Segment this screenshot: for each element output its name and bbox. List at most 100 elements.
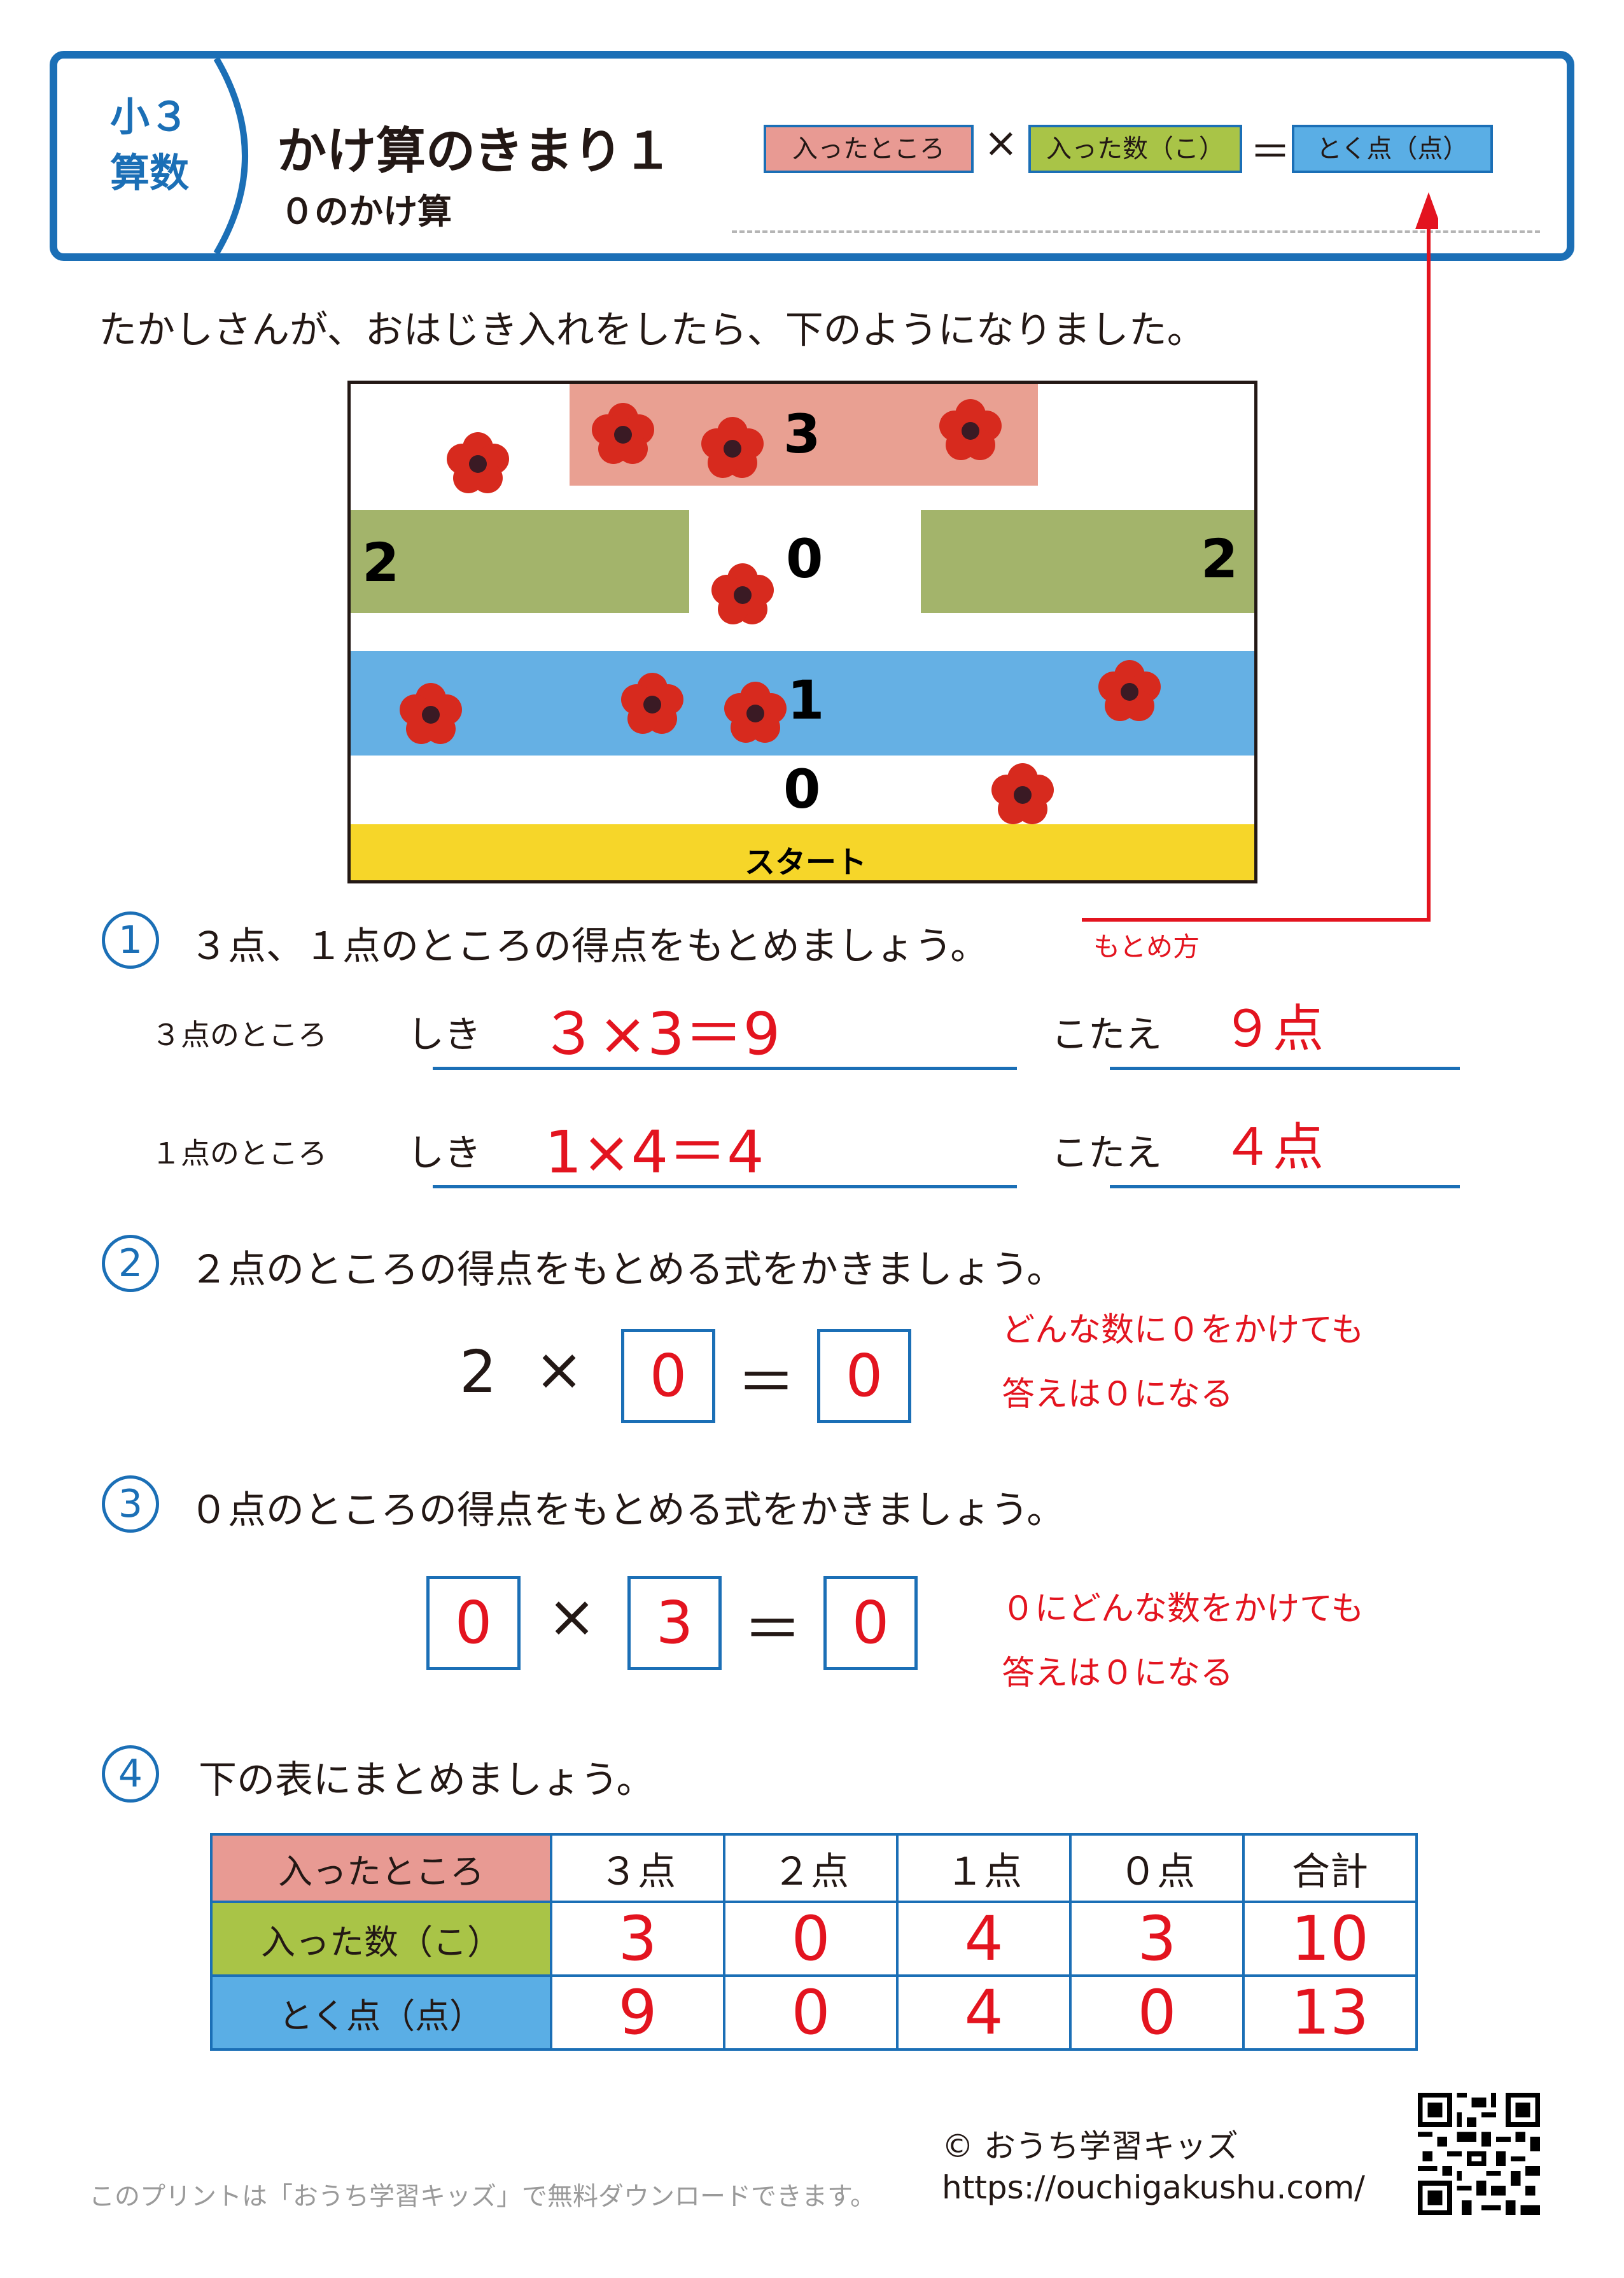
table-cell-answer[interactable]: 0: [723, 1901, 899, 1977]
formula-term-score: とく点（点）: [1292, 125, 1493, 173]
start-zone: [351, 824, 1254, 880]
zone-2-right-label: 2: [1201, 528, 1238, 590]
table-cell-answer[interactable]: 9: [550, 1974, 725, 2051]
table-row-count-label: 入った数（こ）: [210, 1901, 552, 1977]
q3-answer-box-2[interactable]: 3: [627, 1576, 722, 1670]
formula-equals-sign: ＝: [1250, 129, 1291, 176]
q1-row1-shiki-line: [433, 1067, 1017, 1070]
zone-3-label: 3: [783, 403, 821, 465]
flower-marble-icon: [991, 763, 1054, 824]
formula-term-place: 入ったところ: [764, 125, 974, 173]
flower-marble-icon: [1098, 660, 1161, 721]
header-divider-arc: [213, 59, 248, 253]
flower-marble-icon: [711, 563, 774, 624]
q2-lhs: 2: [459, 1338, 497, 1406]
q1-row2-shiki-answer: 1×4＝4: [545, 1118, 764, 1186]
question-4-number: 4: [102, 1745, 159, 1803]
q1-row1-kotae-answer: ９点: [1222, 999, 1324, 1058]
table-row: とく点（点） 9 0 4 0 13: [210, 1974, 1418, 2051]
table-header-place: 入ったところ: [210, 1833, 552, 1903]
zone-0-middle-label: 0: [786, 528, 823, 590]
table-cell-answer[interactable]: 3: [1069, 1901, 1245, 1977]
subject-label: 算数: [109, 150, 189, 197]
question-3-number: 3: [102, 1475, 159, 1533]
start-label: スタート: [744, 845, 867, 880]
q1-row1-shiki-label: しき: [407, 1013, 482, 1056]
question-2-number: 2: [102, 1235, 159, 1292]
q1-row1-kotae-line: [1110, 1067, 1460, 1070]
q1-row1-kotae-label: こたえ: [1051, 1013, 1163, 1056]
formula-term-count: 入った数（こ）: [1028, 125, 1242, 173]
worksheet-subtitle: ０のかけ算: [280, 192, 452, 232]
q2-equals-sign: ＝: [737, 1349, 796, 1417]
q2-note: どんな数に０をかけても 答えは０になる: [1002, 1298, 1364, 1428]
question-3-text: ０点のところの得点をもとめる式をかきましょう。: [190, 1488, 1065, 1533]
q3-answer-box-1[interactable]: 0: [426, 1576, 521, 1670]
summary-table: 入ったところ ３点 ２点 １点 ０点 合計 入った数（こ） 3 0 4 3 10…: [210, 1833, 1418, 2051]
table-cell-answer[interactable]: 10: [1242, 1901, 1418, 1977]
q1-row1-place: ３点のところ: [151, 1018, 327, 1052]
grade-label: 小３: [109, 94, 189, 140]
table-row: 入ったところ ３点 ２点 １点 ０点 合計: [210, 1833, 1418, 1903]
zone-0-bottom-label: 0: [783, 758, 821, 820]
q2-times-sign: ×: [535, 1335, 584, 1403]
zone-2-points-right: [921, 510, 1254, 613]
table-header-cell: ２点: [723, 1833, 899, 1903]
question-1-number: 1: [102, 911, 159, 969]
header-frame: [50, 51, 1574, 261]
q3-note-line2: 答えは０になる: [1002, 1654, 1234, 1693]
copyright-text: © おうち学習キッズ: [942, 2128, 1238, 2165]
q3-note-line1: ０にどんな数をかけても: [1002, 1590, 1364, 1628]
flower-marble-icon: [939, 399, 1002, 460]
q3-answer-box-3[interactable]: 0: [823, 1576, 918, 1670]
flower-marble-icon: [400, 683, 462, 744]
q2-note-line2: 答えは０になる: [1002, 1375, 1234, 1414]
flower-marble-icon: [724, 682, 787, 743]
table-cell-answer[interactable]: 0: [723, 1974, 899, 2051]
q1-row2-kotae-line: [1110, 1185, 1460, 1188]
table-header-cell: １点: [896, 1833, 1072, 1903]
zone-1-label: 1: [787, 669, 825, 731]
q2-note-line1: どんな数に０をかけても: [1002, 1311, 1364, 1349]
q1-row2-place: １点のところ: [151, 1136, 327, 1171]
q1-row2-kotae-answer: ４点: [1222, 1118, 1324, 1177]
q2-answer-box-2[interactable]: 0: [817, 1329, 911, 1423]
q3-times-sign: ×: [547, 1582, 597, 1650]
flower-marble-icon: [592, 403, 654, 464]
worksheet-title: かけ算のきまり１: [277, 123, 673, 180]
flower-marble-icon: [701, 417, 764, 478]
table-cell-answer[interactable]: 13: [1242, 1974, 1418, 2051]
table-cell-answer[interactable]: 4: [896, 1901, 1072, 1977]
footer-note: このプリントは「おうち学習キッズ」で無料ダウンロードできます。: [89, 2182, 876, 2211]
q1-row2-shiki-label: しき: [407, 1131, 482, 1174]
q1-row2-kotae-label: こたえ: [1051, 1131, 1163, 1174]
table-cell-answer[interactable]: 0: [1069, 1974, 1245, 2051]
q1-row1-shiki-answer: ３×3＝9: [540, 1000, 781, 1068]
table-header-cell: ０点: [1069, 1833, 1245, 1903]
question-4-text: 下の表にまとめましょう。: [199, 1758, 655, 1803]
table-row: 入った数（こ） 3 0 4 3 10: [210, 1901, 1418, 1977]
table-cell-answer[interactable]: 4: [896, 1974, 1072, 2051]
dashed-rule: [732, 230, 1540, 233]
grade-subject-label: 小３ 算数: [95, 89, 204, 201]
intro-text: たかしさんが、おはじき入れをしたら、下のようになりました。: [99, 308, 1205, 353]
method-note: もとめ方: [1093, 931, 1200, 962]
q3-equals-sign: ＝: [743, 1596, 802, 1664]
q2-answer-box-1[interactable]: 0: [621, 1329, 715, 1423]
question-1-text: ３点、１点のところの得点をもとめましょう。: [190, 924, 989, 969]
flower-marble-icon: [447, 432, 509, 493]
method-arrow: [1082, 192, 1438, 922]
question-2-text: ２点のところの得点をもとめる式をかきましょう。: [190, 1248, 1065, 1292]
flower-marble-icon: [621, 673, 683, 734]
table-cell-answer[interactable]: 3: [550, 1901, 725, 1977]
site-url-link[interactable]: https://ouchigakushu.com/: [942, 2169, 1366, 2206]
formula-times-sign: ×: [984, 120, 1018, 167]
q3-note: ０にどんな数をかけても 答えは０になる: [1002, 1577, 1364, 1706]
table-header-cell: 合計: [1242, 1833, 1418, 1903]
table-header-cell: ３点: [550, 1833, 725, 1903]
qr-code-icon[interactable]: [1418, 2093, 1540, 2215]
zone-2-points-left: [351, 510, 689, 613]
table-row-score-label: とく点（点）: [210, 1974, 552, 2051]
zone-2-left-label: 2: [362, 531, 400, 594]
q1-row2-shiki-line: [433, 1185, 1017, 1188]
